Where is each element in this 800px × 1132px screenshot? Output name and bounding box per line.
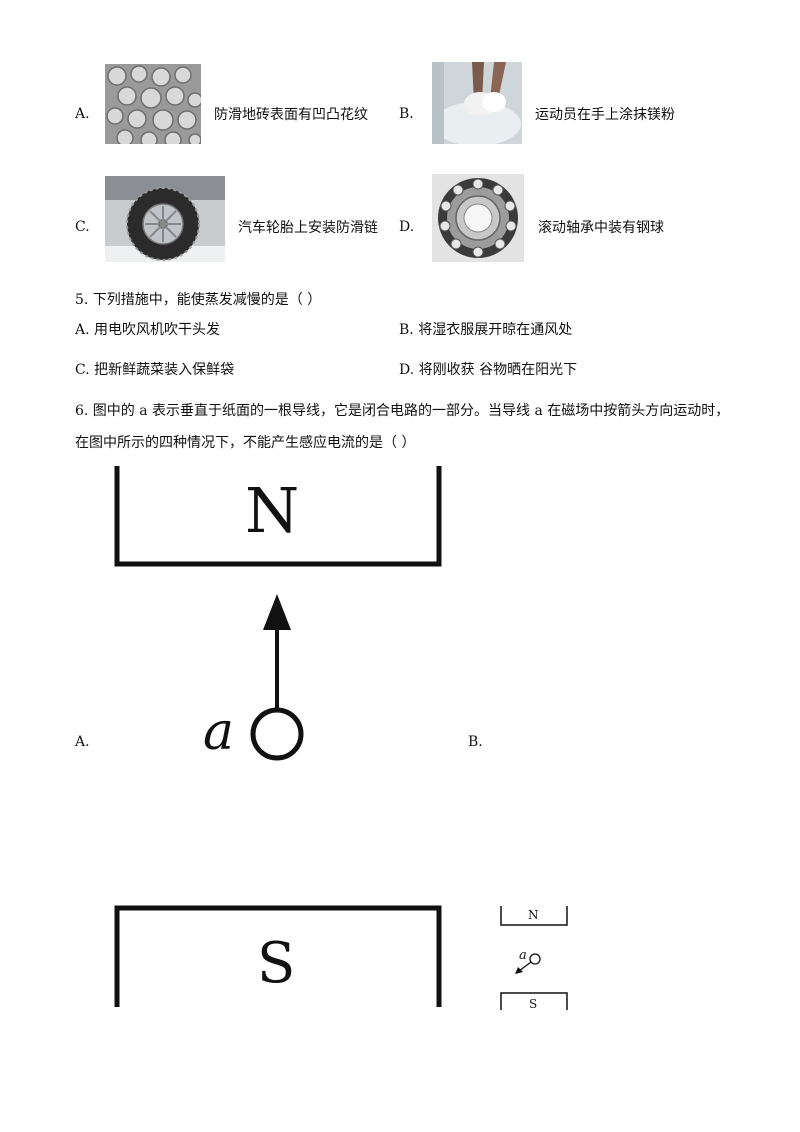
wire-a-circle — [250, 707, 304, 761]
q6-fig-b-letter: B. — [468, 734, 483, 750]
magnet-n-pole-outline — [114, 466, 442, 567]
q4-option-d-caption: 滚动轴承中装有钢球 — [538, 220, 664, 236]
tire-chain-photo — [105, 176, 225, 262]
ball-bearing-photo — [432, 174, 524, 262]
q6-stem-line2: 在图中所示的四种情况下，不能产生感应电流的是（ ） — [75, 435, 416, 451]
small-wire-a-circle — [529, 953, 541, 965]
q5-option-b: B. 将湿衣服展开晾在通风处 — [399, 322, 573, 338]
motion-arrow-head — [263, 594, 291, 630]
q6-fig-a-letter: A. — [75, 734, 90, 750]
q4-option-b-caption: 运动员在手上涂抹镁粉 — [535, 107, 675, 123]
q5-option-d: D. 将刚收获 谷物晒在阳光下 — [399, 362, 578, 378]
small-arrow-head — [515, 967, 523, 974]
q4-option-c-letter: C. — [75, 219, 90, 235]
q5-option-a: A. 用电吹风机吹干头发 — [75, 322, 221, 338]
q6-figure-a — [114, 466, 442, 1007]
q4-option-d-letter: D. — [399, 219, 415, 235]
q5-option-c: C. 把新鲜蔬菜装入保鲜袋 — [75, 362, 235, 378]
q4-option-c-caption: 汽车轮胎上安装防滑链 — [238, 220, 378, 236]
small-magnet-s-outline — [500, 992, 568, 1010]
q4-option-b-letter: B. — [399, 106, 414, 122]
small-arrow-shaft — [518, 961, 532, 972]
q5-stem: 5. 下列措施中，能使蒸发减慢的是（ ） — [75, 292, 322, 308]
q6-figure-b — [500, 906, 568, 1010]
q6-stem-line1: 6. 图中的 a 表示垂直于纸面的一根导线，它是闭合电路的一部分。当导线 a 在… — [75, 403, 730, 419]
chalk-hands-photo — [432, 62, 522, 144]
q4-option-a-caption: 防滑地砖表面有凹凸花纹 — [214, 107, 368, 123]
patterned-tile-photo — [105, 64, 201, 144]
q4-option-a-letter: A. — [75, 106, 90, 122]
small-magnet-n-outline — [500, 906, 568, 926]
magnet-s-pole-outline — [114, 905, 442, 1007]
